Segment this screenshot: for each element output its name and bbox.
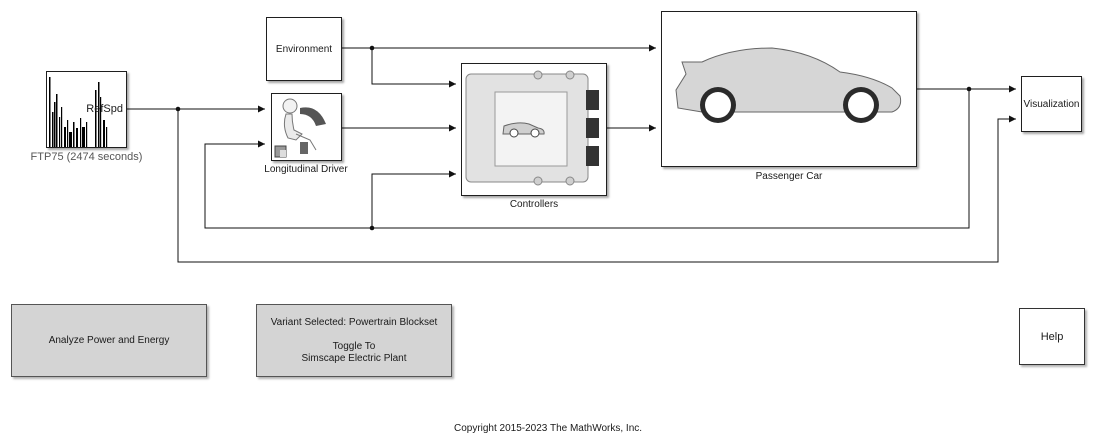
controllers-label: Controllers [509, 199, 559, 210]
drive-cycle-label: FTP75 (2474 seconds) [30, 151, 143, 163]
toggle-to-text: Toggle To [332, 340, 376, 352]
help-label: Help [1040, 330, 1064, 343]
passenger-car-block[interactable] [661, 11, 917, 167]
analyze-button-label: Analyze Power and Energy [48, 334, 170, 346]
car-silhouette-icon [675, 47, 902, 123]
ecu-icon [465, 70, 599, 186]
drive-cycle-source-block[interactable]: RefSpd [46, 71, 127, 148]
visualization-label: Visualization [1023, 98, 1080, 110]
environment-block[interactable]: Environment [266, 17, 342, 81]
variant-toggle-button[interactable]: Variant Selected: Powertrain Blockset To… [256, 304, 452, 377]
visualization-block[interactable]: Visualization [1021, 76, 1082, 132]
help-button[interactable]: Help [1019, 308, 1085, 365]
longitudinal-driver-label: Longitudinal Driver [264, 164, 348, 175]
copyright-text: Copyright 2015-2023 The MathWorks, Inc. [453, 423, 643, 434]
longitudinal-driver-block[interactable] [271, 93, 342, 161]
passenger-car-label: Passenger Car [755, 171, 823, 182]
environment-label: Environment [275, 43, 333, 55]
refspd-port-label: RefSpd [86, 103, 123, 115]
controllers-block[interactable] [461, 63, 607, 196]
drive-cycle-plot-icon [49, 77, 108, 147]
analyze-power-energy-button[interactable]: Analyze Power and Energy [11, 304, 207, 377]
driver-icon [274, 98, 326, 158]
variant-target-text: Simscape Electric Plant [301, 352, 407, 364]
variant-selected-text: Variant Selected: Powertrain Blockset [270, 316, 438, 328]
